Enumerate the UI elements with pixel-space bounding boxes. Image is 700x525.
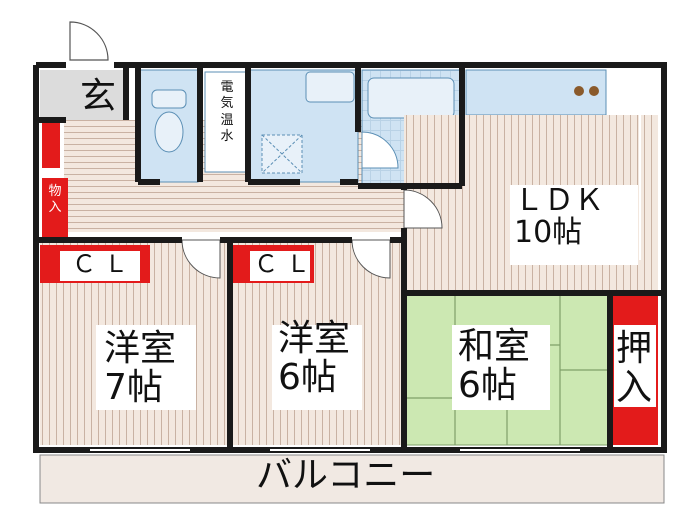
balcony: [39, 454, 665, 504]
water-heater: [204, 71, 248, 173]
japanese-label-bg: [452, 325, 550, 410]
toilet-tank: [151, 89, 187, 109]
stove-burner: [589, 86, 599, 96]
japanese-room-label: 和室 6帖: [458, 326, 531, 406]
oshiire-label: 押 入: [616, 328, 653, 408]
entrance-door: [69, 21, 109, 61]
closet-left-label: ＣＬ: [72, 250, 136, 278]
closet-mid-label: ＣＬ: [254, 250, 318, 278]
shoe-cabinet: [42, 118, 60, 168]
ldk-door: [403, 189, 443, 229]
entrance-label: 玄: [80, 76, 117, 117]
closet-left-label-bg: [60, 251, 140, 281]
closet-mid-label-bg: [250, 251, 310, 281]
ldk-label: ＬＤＫ 10帖: [514, 183, 604, 251]
room2-label-bg: [272, 325, 362, 410]
western-room-1-label: 洋室 7帖: [104, 328, 177, 408]
walls: [33, 62, 667, 453]
entrance-floor: [40, 70, 126, 120]
water-heater-label: 電 気 温 水: [220, 80, 234, 144]
storage-small: [42, 178, 68, 240]
toilet-bowl: [154, 111, 184, 153]
bath-door: [361, 131, 399, 169]
room2-door: [351, 239, 391, 279]
kitchen-counter: [465, 69, 607, 116]
room1-label-bg: [96, 325, 196, 410]
room1-door: [181, 239, 221, 279]
ldk-label-bg: [510, 185, 638, 265]
oshiire-label-bg: [614, 325, 656, 407]
balcony-label: バルコニー: [256, 455, 436, 496]
wash-basin: [305, 71, 355, 103]
stove-burner: [574, 86, 584, 96]
bathtub: [367, 77, 455, 119]
storage-small-label: 物 入: [48, 184, 62, 216]
western-room-2-label: 洋室 6帖: [278, 318, 351, 398]
windows: [90, 110, 641, 451]
